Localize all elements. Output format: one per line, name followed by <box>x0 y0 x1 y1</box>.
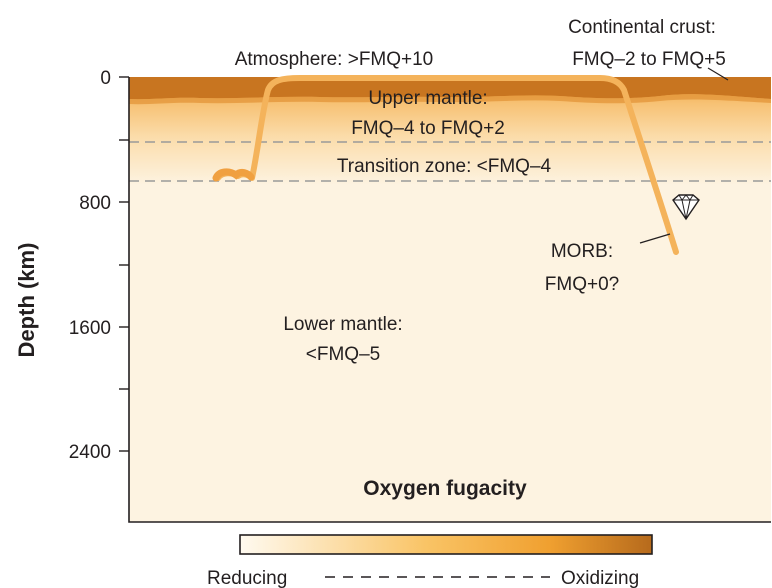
crust-lower-fringe <box>129 94 771 105</box>
morb-pointer-line <box>639 233 671 244</box>
panel-frame <box>128 77 771 523</box>
colorbar <box>239 534 653 555</box>
transition-zone-label: Transition zone: <FMQ–4 <box>337 156 552 177</box>
y-tick-label-1600: 1600 <box>69 318 111 339</box>
diamond-icon <box>672 194 700 221</box>
morb-label-line2: FMQ+0? <box>545 274 619 295</box>
y-tick-label-800: 800 <box>79 193 111 214</box>
y-axis-ticks <box>119 76 129 452</box>
y-tick-label-0: 0 <box>100 68 111 89</box>
upper-mantle-label-line1: Upper mantle: <box>368 88 487 109</box>
lower-mantle-label-line1: Lower mantle: <box>283 314 402 335</box>
upper-mantle-label-line2: FMQ–4 to FMQ+2 <box>351 118 505 139</box>
lower-mantle-label-line2: <FMQ–5 <box>306 344 380 365</box>
continental-crust-label-line2: FMQ–2 to FMQ+5 <box>572 49 726 70</box>
continental-crust-label-line1: Continental crust: <box>568 17 716 38</box>
atmosphere-label: Atmosphere: >FMQ+10 <box>235 49 434 70</box>
crust-pointer-line <box>707 67 729 81</box>
slab-hook <box>212 168 255 182</box>
y-axis-label: Depth (km) <box>14 243 39 358</box>
continental-crust-band <box>129 77 771 100</box>
y-tick-label-2400: 2400 <box>69 442 111 463</box>
colorbar-oxidizing-label: Oxidizing <box>561 568 639 588</box>
colorbar-reducing-label: Reducing <box>207 568 287 588</box>
oxygen-fugacity-title: Oxygen fugacity <box>363 477 527 500</box>
morb-label-line1: MORB: <box>551 241 613 262</box>
